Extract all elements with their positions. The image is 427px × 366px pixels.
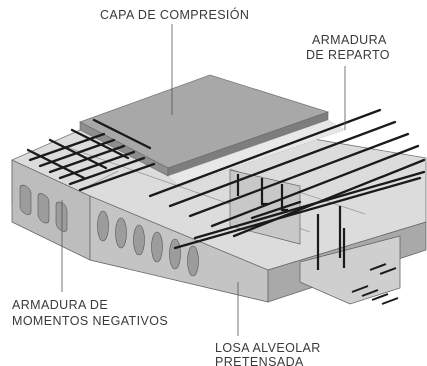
hollow-cores-left [19, 184, 68, 232]
support-beam [299, 235, 401, 305]
label-momentos-negativos-line2: MOMENTOS NEGATIVOS [12, 314, 169, 328]
rebar-momentos-negativos [26, 118, 156, 192]
label-momentos-negativos-line1: ARMADURA DE [12, 298, 109, 312]
label-losa-alveolar-line2: PRETENSADA [215, 355, 304, 366]
label-armadura-reparto-line2: DE REPARTO [306, 48, 390, 62]
label-armadura-reparto-line1: ARMADURA [312, 33, 387, 47]
rebar-reparto [148, 108, 426, 238]
rebar-longitudinal [173, 170, 426, 250]
leader-lines [61, 24, 346, 336]
beam-starter-bars [351, 263, 399, 305]
label-losa-alveolar-line1: LOSA ALVEOLAR [215, 341, 321, 355]
label-capa-compresion: CAPA DE COMPRESIÓN [100, 8, 250, 22]
